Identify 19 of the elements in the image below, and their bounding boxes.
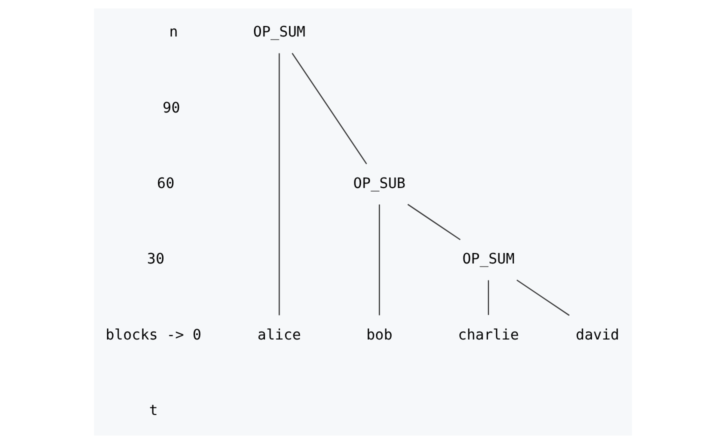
label: blocks -> 0 [105,327,201,344]
connector [516,280,570,316]
node-text: david [575,327,619,344]
connector [378,204,380,316]
node-text: charlie [458,327,518,344]
node-text: OP_SUM [462,252,514,268]
connector [487,280,489,315]
label: 60 [156,176,174,192]
label: 90 [162,100,180,116]
connector [406,204,460,240]
label: t [148,402,158,419]
node-text: OP_SUB [352,176,406,192]
label: n [168,24,178,41]
connector [278,53,280,316]
node-text: alice [257,327,301,344]
node-text: OP_SUM [252,24,305,41]
label: 30 [146,252,164,268]
node-text: bob [366,327,392,344]
connector [291,52,367,164]
